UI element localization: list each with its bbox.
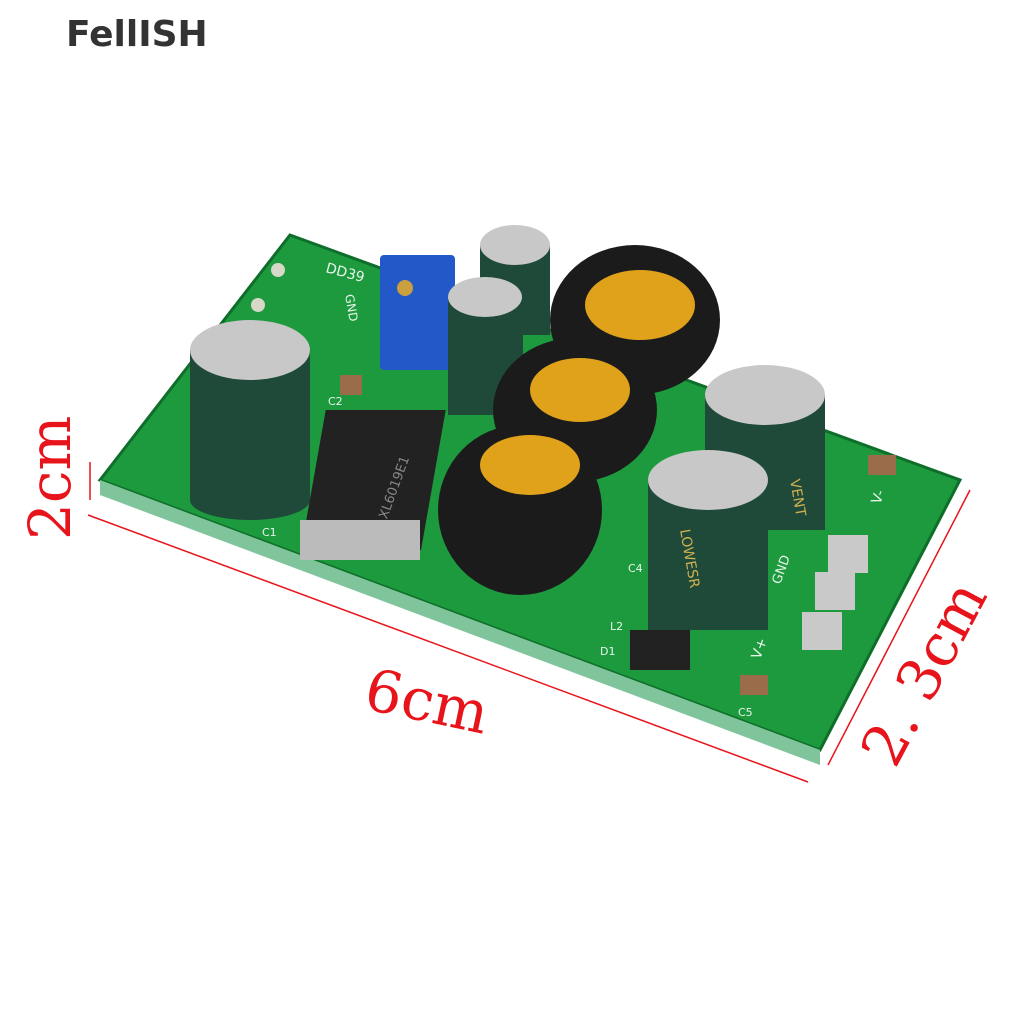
label-c5: C5 (738, 706, 753, 719)
terminal-pad (815, 572, 855, 610)
capacitor: LOWESR (648, 450, 768, 630)
chip-tab (300, 520, 420, 560)
regulator-chip (301, 410, 446, 550)
trimmer-potentiometer (380, 255, 455, 370)
mounting-hole (271, 263, 285, 277)
label-vplus: V+ (749, 636, 771, 661)
label-d1: D1 (600, 645, 615, 658)
pcb-edge (100, 480, 820, 765)
mounting-hole (251, 298, 265, 312)
label-gnd-top: GND (342, 293, 361, 323)
smd-capacitor (740, 675, 768, 695)
dimension-length: 6cm (359, 655, 495, 747)
label-vminus: V- (869, 488, 889, 506)
trimmer-screw (397, 280, 413, 296)
label-c1: C1 (262, 526, 277, 539)
diode (630, 630, 690, 670)
dimension-width: 2cm (16, 416, 84, 540)
brand-logo: FellISH (66, 14, 208, 55)
smd-capacitor (868, 455, 896, 475)
dimension-lines (87, 462, 971, 783)
capacitor (190, 320, 310, 520)
inductor (438, 425, 602, 595)
terminal-pad (828, 535, 868, 573)
terminal-pad (802, 612, 842, 650)
label-c2: C2 (328, 395, 343, 408)
cap-text: VENT (786, 478, 808, 518)
label-l2: L2 (610, 620, 623, 633)
smd-capacitor (340, 375, 362, 395)
label-c4: C4 (628, 562, 643, 575)
